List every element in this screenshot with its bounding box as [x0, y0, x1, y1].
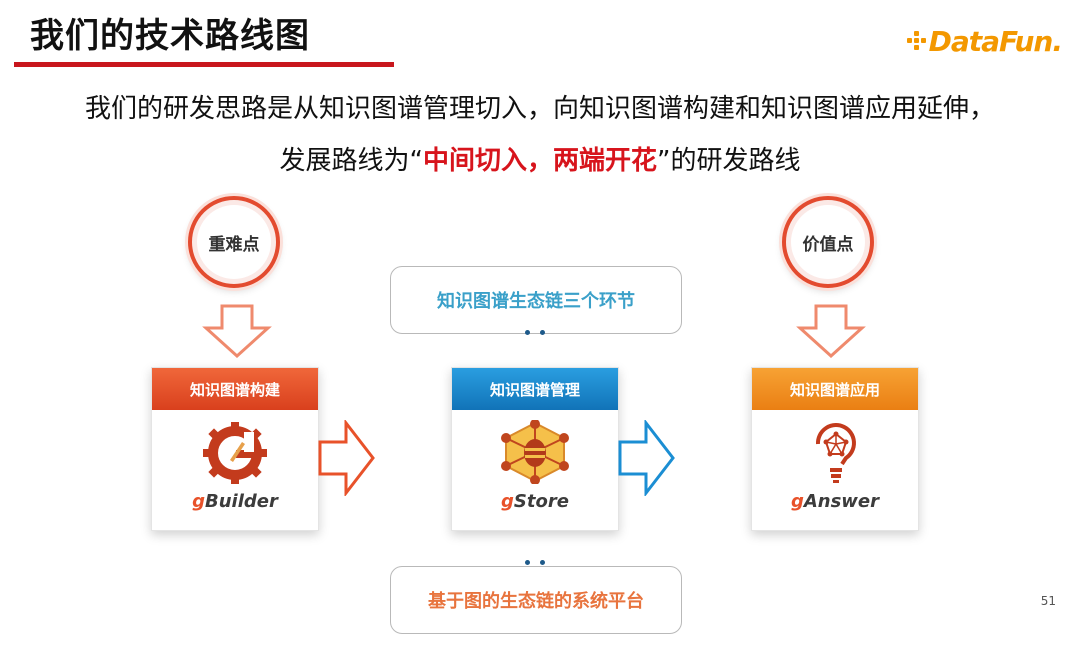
card-kg-build-header: 知识图谱构建	[152, 368, 318, 410]
subtitle-highlight: 中间切入，两端开花	[422, 146, 657, 176]
value-circle: 价值点	[782, 196, 874, 288]
card-kg-apply-brand: gAnswer	[790, 491, 880, 512]
subtitle-line-1: 我们的研发思路是从知识图谱管理切入，向知识图谱构建和知识图谱应用延伸，	[84, 94, 995, 124]
card-kg-build-brand: gBuilder	[192, 491, 278, 512]
logo-dots-icon	[906, 31, 927, 51]
page-number: 51	[1040, 594, 1056, 608]
right-arrow-build-icon	[318, 420, 375, 496]
card-kg-manage: 知识图谱管理 gStore	[451, 367, 619, 531]
gstore-network-icon	[501, 420, 569, 484]
gear-g-icon	[203, 422, 267, 484]
difficulty-label: 重难点	[208, 234, 260, 255]
down-arrow-right-icon	[796, 304, 866, 358]
card-kg-manage-header: 知识图谱管理	[452, 368, 618, 410]
ecosystem-stages-label: 知识图谱生态链三个环节	[437, 291, 635, 312]
page-title: 我们的技术路线图	[30, 16, 310, 56]
right-arrow-manage-icon	[618, 420, 675, 496]
platform-label: 基于图的生态链的系统平台	[428, 591, 644, 612]
card-kg-apply: 知识图谱应用 gAnswer	[751, 367, 919, 531]
lightbulb-question-icon	[815, 423, 856, 483]
datafun-logo: DataFun.	[906, 24, 1063, 58]
card-kg-manage-brand: gStore	[501, 491, 569, 512]
title-underline	[14, 62, 394, 67]
connector-dots-bottom	[515, 560, 555, 570]
down-arrow-left-icon	[202, 304, 272, 358]
logo-text: DataFun.	[928, 24, 1063, 58]
ecosystem-stages-box: 知识图谱生态链三个环节	[390, 266, 682, 334]
connector-dots-top	[515, 330, 555, 340]
value-label: 价值点	[802, 234, 854, 255]
card-kg-apply-header: 知识图谱应用	[752, 368, 918, 410]
subtitle-suffix: ”的研发路线	[657, 146, 801, 176]
difficulty-circle: 重难点	[188, 196, 280, 288]
platform-box: 基于图的生态链的系统平台	[390, 566, 682, 634]
subtitle-prefix: 发展路线为“	[279, 146, 423, 176]
subtitle-line-2: 发展路线为“中间切入，两端开花”的研发路线	[0, 140, 1080, 177]
card-kg-build: 知识图谱构建 gBuilder	[151, 367, 319, 531]
